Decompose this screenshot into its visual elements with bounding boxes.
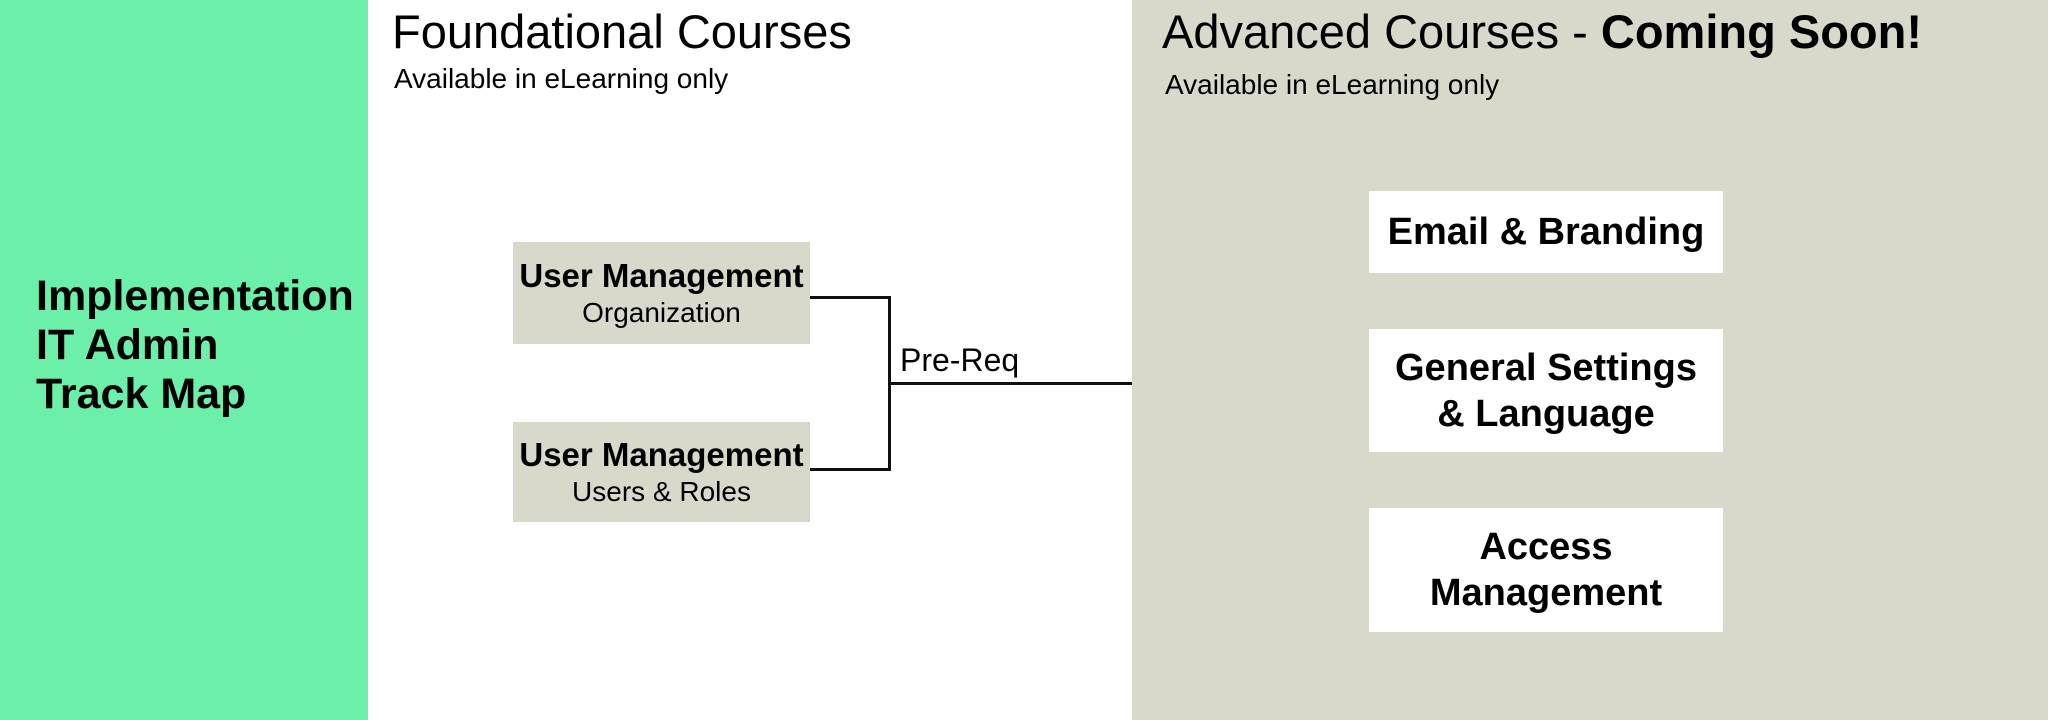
- sidebar: Implementation IT Admin Track Map: [0, 0, 368, 720]
- connector-stub-users-roles: [810, 468, 891, 471]
- course-title: General Settings: [1395, 346, 1697, 389]
- connector-stub-organization: [810, 296, 891, 299]
- course-title-line-2: Management: [1429, 572, 1663, 614]
- course-box-user-management-users-roles: User Management Users & Roles: [513, 422, 810, 522]
- course-title: Email & Branding: [1387, 211, 1705, 253]
- course-box-email-branding: Email & Branding: [1369, 191, 1723, 273]
- prereq-label: Pre-Req: [900, 342, 1020, 378]
- foundational-subtitle: Available in eLearning only: [394, 63, 729, 94]
- page-title-line-2: IT Admin: [36, 321, 219, 369]
- page-title-line-3: Track Map: [36, 370, 247, 418]
- course-title-line-2: & Language: [1437, 392, 1655, 435]
- advanced-title: Advanced Courses - Coming Soon!: [1162, 4, 1922, 60]
- foundational-panel: Foundational Courses Available in eLearn…: [368, 0, 1132, 720]
- course-title: User Management: [519, 436, 804, 473]
- advanced-title-coming-soon: Coming Soon!: [1600, 5, 1922, 58]
- course-title: Access: [1479, 526, 1613, 568]
- course-subtitle: Users & Roles: [572, 476, 751, 507]
- connector-middle-line: [888, 382, 1369, 385]
- advanced-subtitle: Available in eLearning only: [1165, 69, 1500, 100]
- foundational-title: Foundational Courses: [392, 5, 852, 58]
- course-box-access-management: Access Management: [1369, 508, 1723, 632]
- course-subtitle: Organization: [582, 297, 741, 328]
- page-title-line-1: Implementation: [36, 272, 354, 320]
- course-title: User Management: [519, 257, 804, 294]
- course-box-user-management-organization: User Management Organization: [513, 242, 810, 344]
- advanced-title-prefix: Advanced Courses -: [1162, 5, 1601, 58]
- page-title: Implementation IT Admin Track Map: [36, 272, 354, 419]
- course-box-general-settings-language: General Settings & Language: [1369, 329, 1723, 452]
